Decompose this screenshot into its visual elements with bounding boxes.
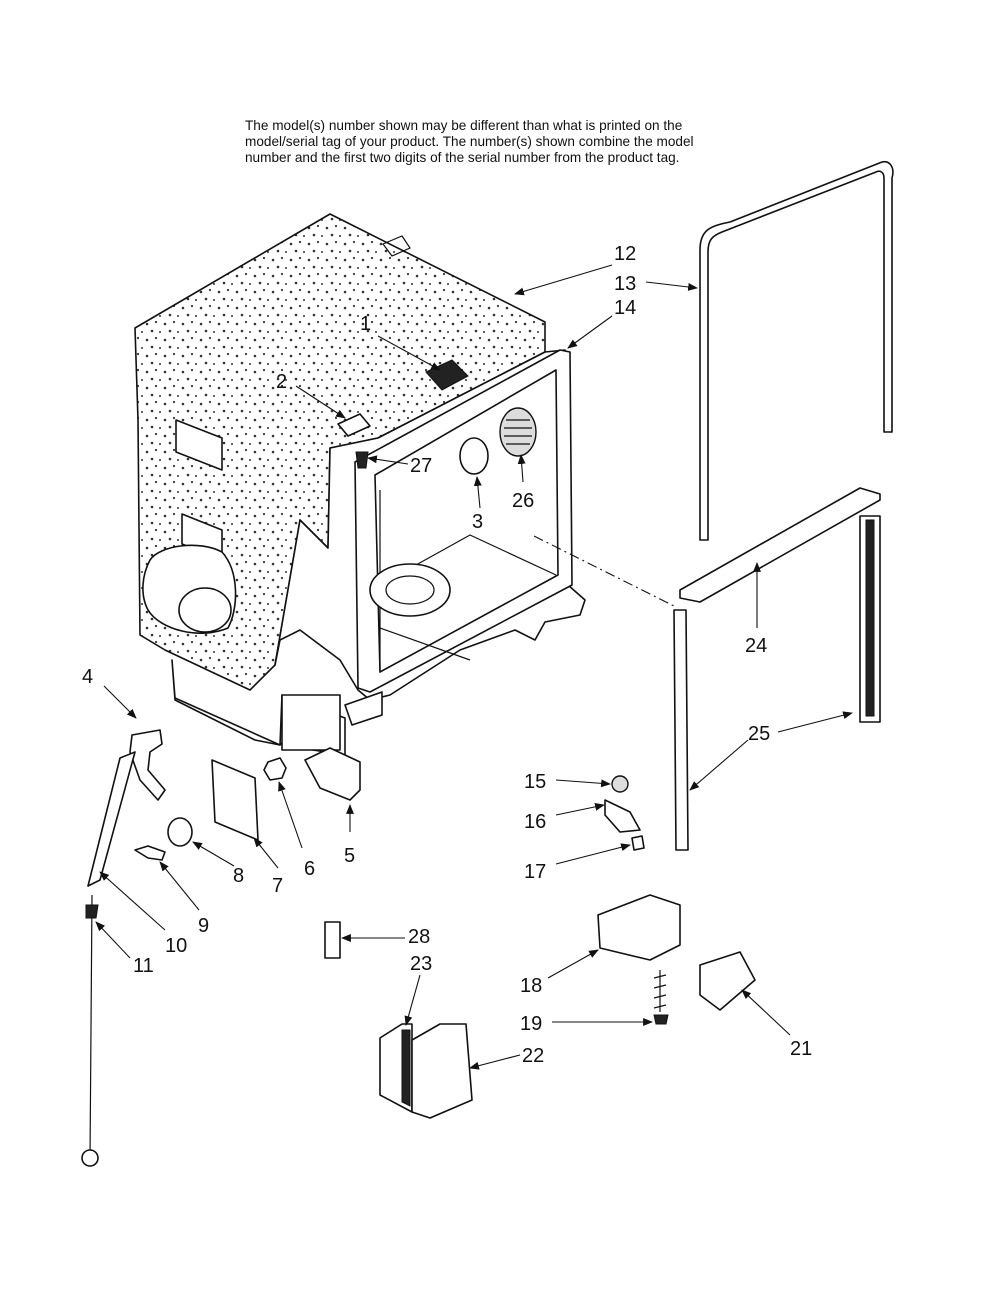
- callout-26: 26: [512, 490, 534, 512]
- tub-sump-inner: [385, 575, 435, 605]
- leader-13: [645, 281, 698, 291]
- callout-18: 18: [520, 975, 542, 997]
- leader-25a: [777, 711, 853, 733]
- leader-2: [295, 385, 346, 419]
- callout-27: 27: [410, 455, 432, 477]
- leader-25b: [689, 739, 749, 791]
- leader-21: [741, 989, 791, 1036]
- callout-13: 13: [614, 273, 636, 295]
- callout-17: 17: [524, 861, 546, 883]
- callout-23: 23: [410, 953, 432, 975]
- leader-16: [555, 802, 605, 816]
- door-cable: [89, 894, 93, 1161]
- note-line-2: model/serial tag of your product. The nu…: [245, 134, 694, 149]
- side-bracket-23-face: [401, 1029, 411, 1107]
- leader-23: [404, 974, 421, 1026]
- leader-26: [517, 454, 526, 483]
- callout-10: 10: [165, 935, 187, 957]
- callout-15: 15: [524, 771, 546, 793]
- tub-gasket-ring: [459, 437, 489, 475]
- leader-7: [253, 837, 279, 869]
- corner-bracket-18: [597, 894, 681, 961]
- dishwasher-tub-assembly: [134, 213, 586, 756]
- note-line-1: The model(s) number shown may be differe…: [245, 118, 683, 133]
- leveling-screw-19: [653, 970, 667, 1012]
- tub-vent-grille: [504, 419, 532, 445]
- leveling-bracket-5: [304, 747, 361, 801]
- leveling-screw-head: [653, 1014, 669, 1025]
- callout-21: 21: [790, 1038, 812, 1060]
- side-bracket-22: [411, 1023, 473, 1119]
- door-cable-end: [81, 1149, 99, 1167]
- washer-8: [167, 817, 193, 847]
- mounting-plate-7: [211, 759, 259, 841]
- leader-1: [377, 335, 441, 371]
- callout-3: 3: [472, 511, 483, 533]
- callout-8: 8: [233, 865, 244, 887]
- channel-bracket-21: [699, 951, 756, 1011]
- screw-17: [631, 835, 645, 851]
- callout-14: 14: [614, 297, 636, 319]
- door-gasket-outer: [699, 160, 894, 541]
- upper-door-seal-24: [679, 487, 881, 603]
- hinge-pin-16: [604, 799, 641, 833]
- callout-16: 16: [524, 811, 546, 833]
- screw-9: [134, 845, 166, 861]
- leader-11: [95, 921, 131, 959]
- tub-base-foot: [344, 691, 383, 726]
- hinge-screw-15: [611, 775, 629, 793]
- leader-14: [567, 315, 613, 349]
- tub-base-plate: [281, 694, 341, 751]
- blanket-top-slot: [382, 235, 411, 257]
- tub-to-trim-centerline: [533, 535, 675, 607]
- side-trim-strip: [673, 609, 689, 851]
- callout-12: 12: [614, 243, 636, 265]
- tub-screw: [355, 451, 369, 469]
- mounting-bracket-4: [129, 729, 166, 801]
- trim-strip-28: [324, 921, 341, 959]
- callout-2: 2: [276, 371, 287, 393]
- callout-1: 1: [360, 313, 371, 335]
- callout-4: 4: [82, 666, 93, 688]
- leader-12: [514, 264, 613, 296]
- tub-vent: [499, 407, 537, 457]
- leader-18: [547, 949, 599, 979]
- callout-25: 25: [748, 723, 770, 745]
- note-line-3: number and the first two digits of the s…: [245, 150, 680, 165]
- leader-4: [103, 685, 137, 719]
- leader-22: [469, 1054, 521, 1070]
- leader-9: [159, 861, 200, 911]
- tub-inner-floor-line: [379, 627, 471, 661]
- hinge-clip: [337, 413, 371, 437]
- tub-sump: [369, 563, 451, 617]
- callout-11: 11: [133, 955, 154, 977]
- callout-19: 19: [520, 1013, 542, 1035]
- door-cable-spring: [87, 751, 136, 887]
- cable-clip-11: [85, 904, 99, 919]
- callout-22: 22: [522, 1045, 544, 1067]
- callout-7: 7: [272, 875, 283, 897]
- leader-10: [99, 871, 166, 931]
- model-number-note: The model(s) number shown may be differe…: [245, 118, 765, 166]
- callout-28: 28: [408, 926, 430, 948]
- door-gasket: [699, 160, 894, 541]
- side-seal-25-inner: [865, 519, 875, 717]
- leader-8: [192, 841, 235, 867]
- leader-17: [555, 843, 631, 865]
- blanket-opening-hole: [178, 587, 232, 633]
- leader-3: [473, 476, 482, 509]
- blanket-cutout-upper: [175, 419, 223, 471]
- callout-9: 9: [198, 915, 209, 937]
- leader-15: [555, 779, 611, 788]
- callout-24: 24: [745, 635, 767, 657]
- callout-5: 5: [344, 845, 355, 867]
- hex-nut-6: [263, 757, 287, 781]
- leader-6: [278, 781, 303, 849]
- callout-6: 6: [304, 858, 315, 880]
- leader-27: [367, 455, 409, 465]
